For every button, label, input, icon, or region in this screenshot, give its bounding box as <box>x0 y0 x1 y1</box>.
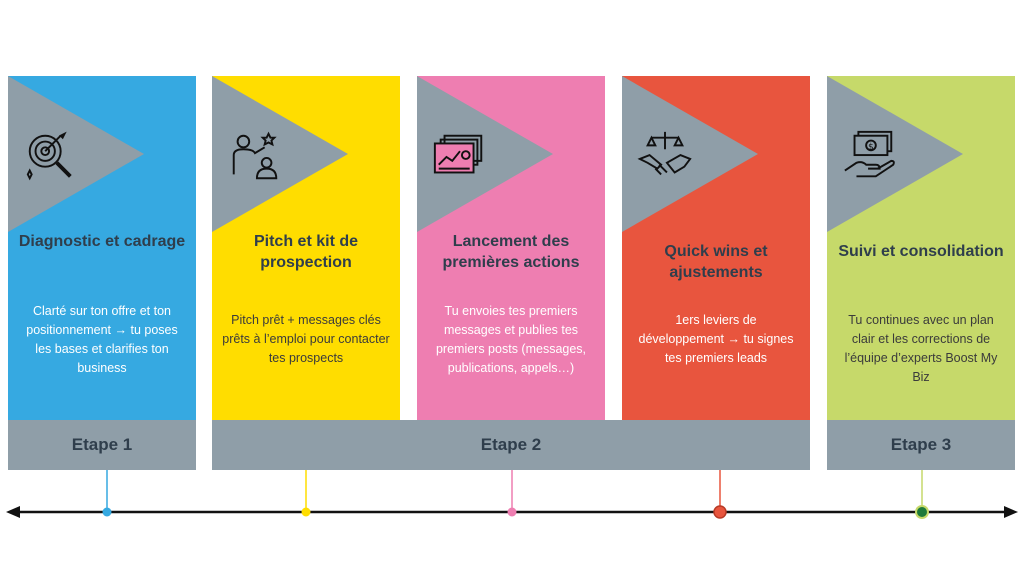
step-card-5: $ Suivi et consolidation Tu continues av… <box>827 76 1015 420</box>
card-title: Quick wins et ajustements <box>664 243 768 281</box>
step-card-3: Lancement des premières actions Tu envoi… <box>417 76 605 420</box>
card-description: 1ers leviers de développement → tu signe… <box>638 313 794 365</box>
handshake-scale-icon <box>637 131 692 176</box>
gray-triangle <box>622 76 758 232</box>
person-star-icon <box>232 131 278 180</box>
card-description: Tu continues avec un plan clair et les c… <box>844 313 998 384</box>
timeline-axis <box>6 470 1018 519</box>
stage-bar-1: Etape 1 <box>8 420 196 470</box>
gray-triangle <box>827 76 963 232</box>
step-card-2: Pitch et kit de prospection Pitch prêt +… <box>212 76 400 420</box>
card-description: Clarté sur ton offre et ton positionneme… <box>26 304 178 375</box>
presentation-chart-icon <box>433 134 483 174</box>
timeline-marker-5 <box>915 470 929 519</box>
money-hand-icon: $ <box>844 130 895 178</box>
gray-triangle <box>8 76 144 232</box>
gray-triangle <box>212 76 348 232</box>
step-card-4: Quick wins et ajustements 1ers leviers d… <box>622 76 810 420</box>
card-title: Pitch et kit de prospection <box>253 233 359 271</box>
timeline-marker-2 <box>301 470 311 517</box>
target-analysis-icon <box>26 131 72 181</box>
stage-bar-2: Etape 2 <box>212 420 810 470</box>
timeline-marker-1 <box>102 470 112 517</box>
svg-text:$: $ <box>868 142 874 152</box>
stage-bar-3: Etape 3 <box>827 420 1015 470</box>
card-description: Pitch prêt + messages clés prêts à l’emp… <box>222 313 390 365</box>
gray-triangle <box>417 76 553 232</box>
timeline-marker-3 <box>507 470 517 517</box>
card-description: Tu envoies tes premiers messages et publ… <box>435 304 587 375</box>
timeline-marker-4 <box>713 470 727 519</box>
step-card-1: Diagnostic et cadrage Clarté sur ton off… <box>8 76 196 420</box>
card-title: Lancement des premières actions <box>442 233 580 271</box>
card-title: Diagnostic et cadrage <box>18 233 186 250</box>
card-title: Suivi et consolidation <box>838 243 1004 260</box>
